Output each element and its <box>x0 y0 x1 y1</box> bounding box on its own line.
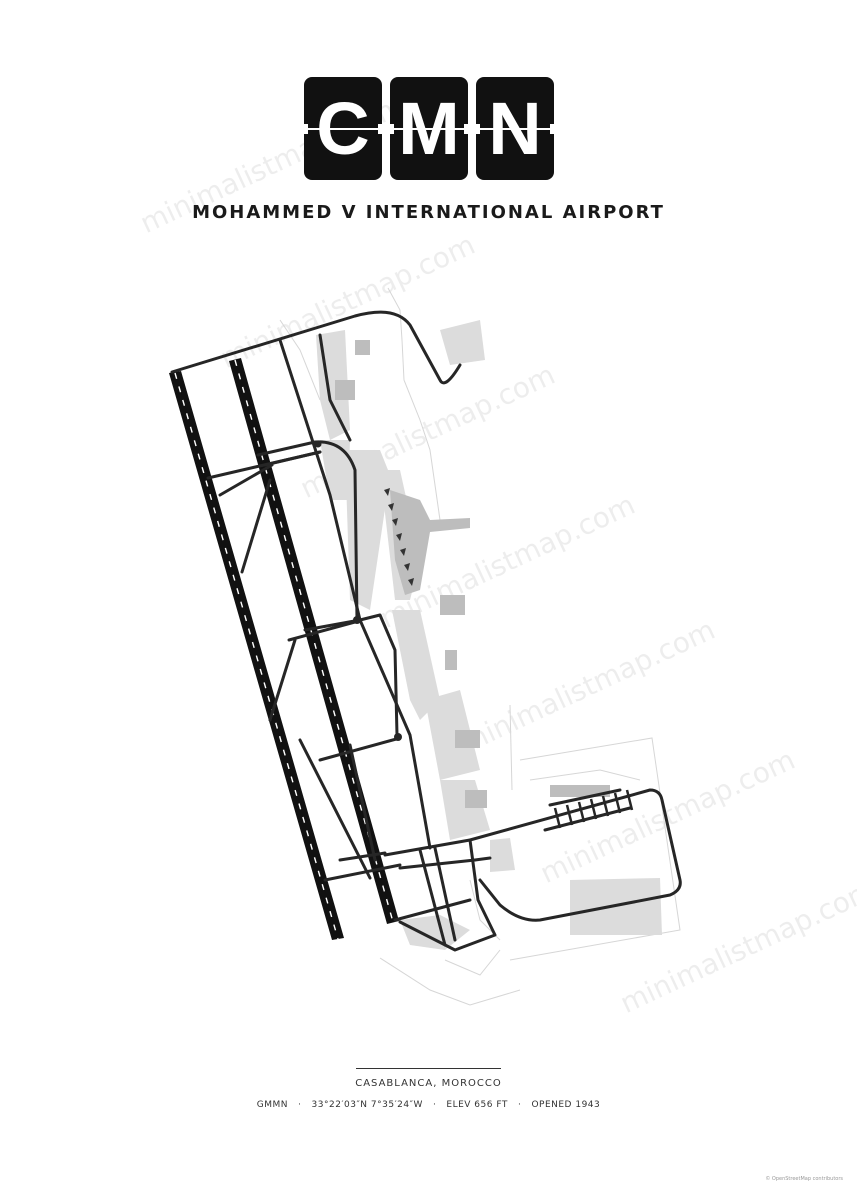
apron-stands <box>553 789 634 829</box>
icao-code: GMMN <box>256 1100 288 1110</box>
map-credit: © OpenStreetMap contributors <box>765 1176 843 1182</box>
opened-year: OPENED 1943 <box>531 1100 601 1110</box>
taxiways <box>170 310 682 952</box>
junctions <box>314 440 402 741</box>
info-separator: · <box>432 1100 437 1110</box>
location: CASABLANCA, MOROCCO <box>355 1078 502 1089</box>
aprons <box>316 320 662 950</box>
airport-name: MOHAMMED V INTERNATIONAL AIRPORT <box>192 202 665 223</box>
runway-left <box>169 371 344 940</box>
elevation: ELEV 656 FT <box>446 1100 508 1110</box>
info-separator: · <box>517 1100 522 1110</box>
airport-code: C M N <box>304 77 556 180</box>
info-separator: · <box>298 1100 302 1110</box>
footer-divider <box>356 1068 501 1069</box>
code-tile: M <box>390 77 468 180</box>
buildings <box>335 340 610 808</box>
terminal-gates <box>384 488 414 586</box>
runway-right <box>229 358 399 924</box>
code-tile: C <box>304 77 382 180</box>
airport-info: GMMN · 33°22′03″N 7°35′24″W · ELEV 656 F… <box>0 1100 857 1110</box>
code-tile: N <box>476 77 554 180</box>
coordinates: 33°22′03″N 7°35′24″W <box>311 1100 423 1110</box>
